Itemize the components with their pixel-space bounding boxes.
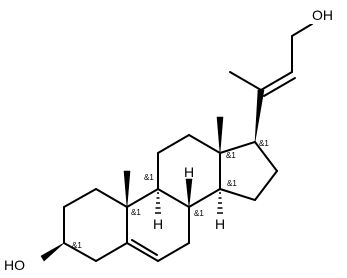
- bond-c2-c1: [63, 188, 97, 208]
- bond-c6-c5-double: [131, 239, 158, 256]
- hash-c9-h: [155, 192, 161, 214]
- hashed-bonds: [155, 192, 223, 214]
- stereo-labels: &1 &1 &1 &1 &1 &1 &1: [72, 139, 269, 250]
- wedge-c13-methyl: [216, 116, 224, 154]
- stereo-label-c8: &1: [194, 209, 204, 218]
- bond-c17-c16: [254, 141, 278, 172]
- ho-bottom-label: HO: [4, 257, 25, 273]
- stereo-label-c9: &1: [144, 173, 154, 182]
- oh-top-label: OH: [312, 7, 333, 23]
- bond-c1-c10: [95, 188, 128, 208]
- wedge-c17-c20: [254, 89, 265, 143]
- bond-c7-c6: [157, 242, 190, 262]
- wedge-bonds: [40, 89, 265, 262]
- stereo-label-c3: &1: [72, 241, 82, 250]
- bond-c23-o: [291, 23, 313, 37]
- side-chain-bonds: [229, 23, 313, 97]
- hash-c14-h: [217, 192, 223, 214]
- stereo-label-c10: &1: [131, 208, 141, 217]
- stereo-label-c17: &1: [259, 139, 269, 148]
- bond-c20-c22: [260, 71, 293, 91]
- bond-c13-c17: [219, 141, 256, 154]
- wedge-c8-h: [185, 178, 193, 208]
- h-c9-label: H: [153, 216, 163, 232]
- bond-c10-c9: [126, 188, 159, 208]
- bond-c5-c4: [95, 242, 128, 262]
- bond-c14-c8: [188, 188, 221, 208]
- atom-labels: OH HO H H H: [2, 6, 338, 274]
- bond-c6-c5: [126, 242, 159, 262]
- h-c14-label: H: [215, 216, 225, 232]
- ring-a-bonds: [63, 188, 128, 262]
- bond-c11-c12: [157, 134, 190, 154]
- ring-b-bonds: [126, 188, 190, 262]
- bond-c16-c15: [254, 170, 278, 201]
- wedge-c3-oh: [40, 242, 65, 262]
- stereo-label-c13: &1: [226, 151, 236, 160]
- ring-d-bonds: [219, 141, 278, 201]
- stereo-label-c14: &1: [227, 179, 237, 188]
- bond-c12-c13: [188, 134, 221, 154]
- bond-c20-c21-methyl: [229, 71, 262, 91]
- bond-c9-c8: [157, 188, 190, 208]
- bond-c20-c22-double: [263, 77, 296, 97]
- ring-c-bonds: [157, 134, 221, 208]
- bond-c4-c3: [63, 242, 97, 262]
- bond-c15-c14: [219, 188, 256, 201]
- h-c8-label: H: [184, 164, 194, 180]
- wedge-c10-methyl: [123, 170, 131, 208]
